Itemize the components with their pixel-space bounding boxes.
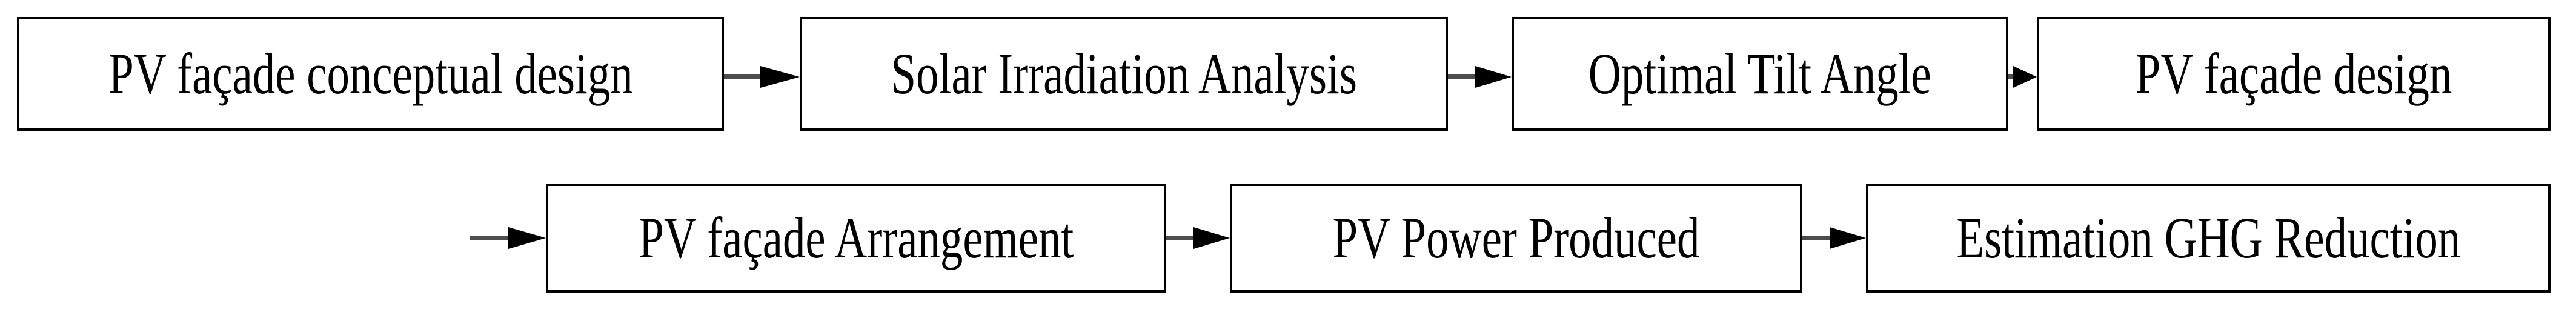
process-node-optimal-tilt-angle[interactable]: Optimal Tilt Angle — [1512, 17, 2008, 131]
process-node-pv-power-produced[interactable]: PV Power Produced — [1230, 184, 1802, 293]
flow-arrow-6 — [1802, 226, 1866, 250]
process-node-label: Optimal Tilt Angle — [1588, 41, 1931, 106]
process-node-label: PV façade conceptual design — [108, 41, 633, 106]
process-node-solar-irradiation-analysis[interactable]: Solar Irradiation Analysis — [800, 17, 1448, 131]
flow-arrow-5 — [1166, 226, 1230, 250]
process-node-label: PV façade Arrangement — [638, 205, 1074, 270]
flow-arrow-1 — [724, 65, 800, 89]
process-node-label: PV Power Produced — [1332, 205, 1700, 270]
process-node-label: PV façade design — [2135, 41, 2452, 106]
flow-arrow-3 — [2008, 65, 2037, 89]
process-node-label: Solar Irradiation Analysis — [891, 41, 1357, 106]
process-node-estimation-ghg-reduction[interactable]: Estimation GHG Reduction — [1866, 184, 2551, 293]
process-node-label: Estimation GHG Reduction — [1956, 205, 2460, 270]
flow-arrow-4 — [470, 226, 546, 250]
flow-arrow-2 — [1448, 65, 1512, 89]
process-node-pv-facade-arrangement[interactable]: PV façade Arrangement — [546, 184, 1166, 293]
process-node-pv-facade-conceptual-design[interactable]: PV façade conceptual design — [17, 17, 724, 131]
process-node-pv-facade-design[interactable]: PV façade design — [2037, 17, 2551, 131]
